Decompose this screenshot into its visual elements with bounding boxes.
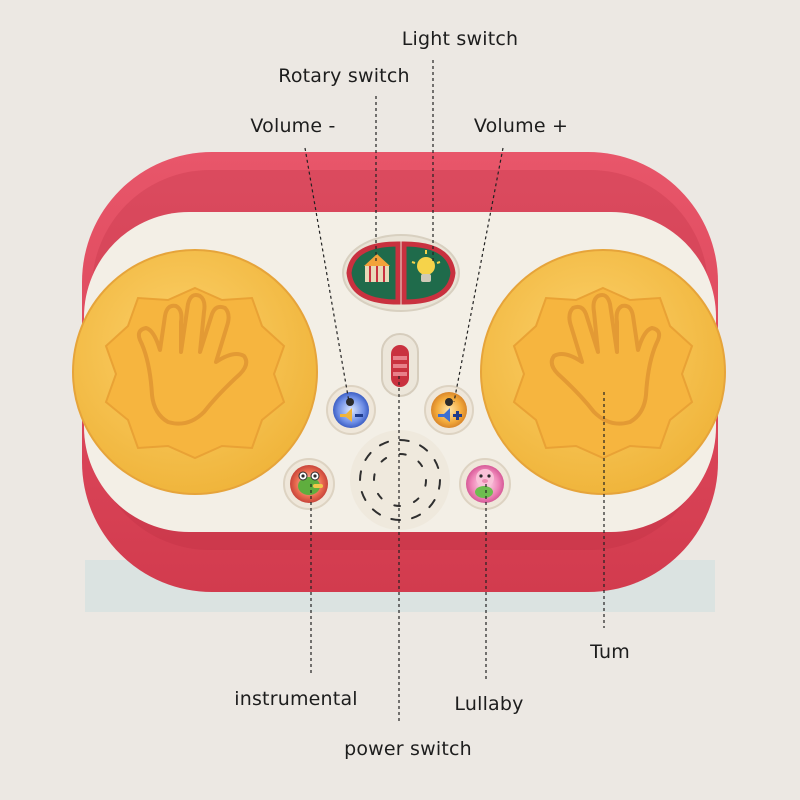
label-lullaby: Lullaby xyxy=(454,693,524,715)
hand-print-icon xyxy=(136,293,249,426)
speaker-slot xyxy=(380,457,388,463)
lullaby-button[interactable] xyxy=(459,458,511,510)
speaker-slot xyxy=(428,499,436,509)
speaker-slot xyxy=(393,504,401,508)
right-drum[interactable] xyxy=(480,249,726,495)
pig-face-icon xyxy=(475,469,494,498)
speaker-slot xyxy=(360,491,367,501)
speaker-slot xyxy=(438,479,441,490)
frog-instrument-icon xyxy=(298,471,323,495)
left-drum[interactable] xyxy=(72,249,318,495)
speaker-slot xyxy=(359,470,362,481)
label-light-switch: Light switch xyxy=(401,28,519,50)
hand-print-icon xyxy=(549,293,662,426)
instrumental-button[interactable] xyxy=(283,458,335,510)
speaker-slot xyxy=(364,451,372,461)
speaker-slot xyxy=(379,440,389,447)
carousel-icon xyxy=(364,254,390,282)
label-instrumental: instrumental xyxy=(234,688,358,710)
speaker-grille-icon xyxy=(350,430,450,530)
volume-up-icon xyxy=(438,398,462,422)
label-power-switch: power switch xyxy=(344,738,472,760)
top-button-cluster xyxy=(342,234,460,312)
speaker-slot xyxy=(417,460,423,468)
speaker-slot xyxy=(412,497,420,503)
volume-down-icon xyxy=(340,398,363,422)
speaker-slot xyxy=(399,452,407,456)
speaker-slot xyxy=(372,473,376,481)
label-tum: Tum xyxy=(590,641,630,663)
speaker-slot xyxy=(419,444,429,452)
volume-minus-button[interactable] xyxy=(326,385,376,435)
label-volume-plus: Volume + xyxy=(473,115,569,137)
volume-plus-button[interactable] xyxy=(424,385,474,435)
speaker-slot xyxy=(399,439,410,442)
leader-line-volume-minus xyxy=(304,147,350,403)
speaker-slot xyxy=(424,479,428,487)
power-switch[interactable] xyxy=(381,333,419,397)
left-drum-pad xyxy=(104,286,286,460)
leader-line-volume-plus xyxy=(453,147,504,403)
right-drum-pad xyxy=(512,286,694,460)
speaker-slot xyxy=(411,513,421,520)
light-bulb-icon xyxy=(411,250,441,282)
speaker-slot xyxy=(390,518,401,521)
speaker-slot xyxy=(433,459,440,469)
leader-lines xyxy=(304,60,605,724)
speaker-slot xyxy=(377,492,383,500)
label-rotary-switch: Rotary switch xyxy=(278,65,410,87)
speaker-slot xyxy=(371,508,381,516)
label-volume-minus: Volume - xyxy=(250,115,336,137)
